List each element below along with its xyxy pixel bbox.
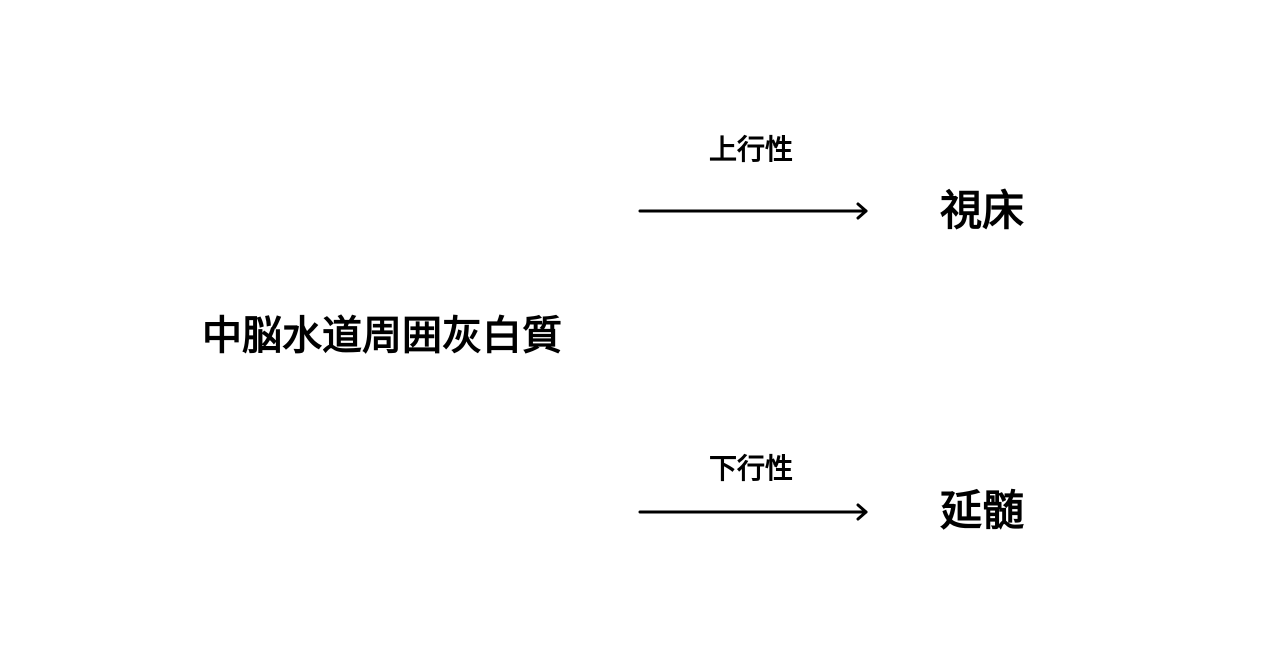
descending-arrow	[638, 503, 868, 521]
ascending-edge-label: 上行性	[709, 133, 794, 166]
descending-edge-label: 下行性	[709, 452, 794, 485]
source-node-label: 中脳水道周囲灰白質	[202, 313, 562, 359]
ascending-arrow	[638, 202, 868, 220]
target-node-medulla: 延髄	[940, 486, 1025, 535]
target-node-thalamus: 視床	[940, 186, 1025, 235]
